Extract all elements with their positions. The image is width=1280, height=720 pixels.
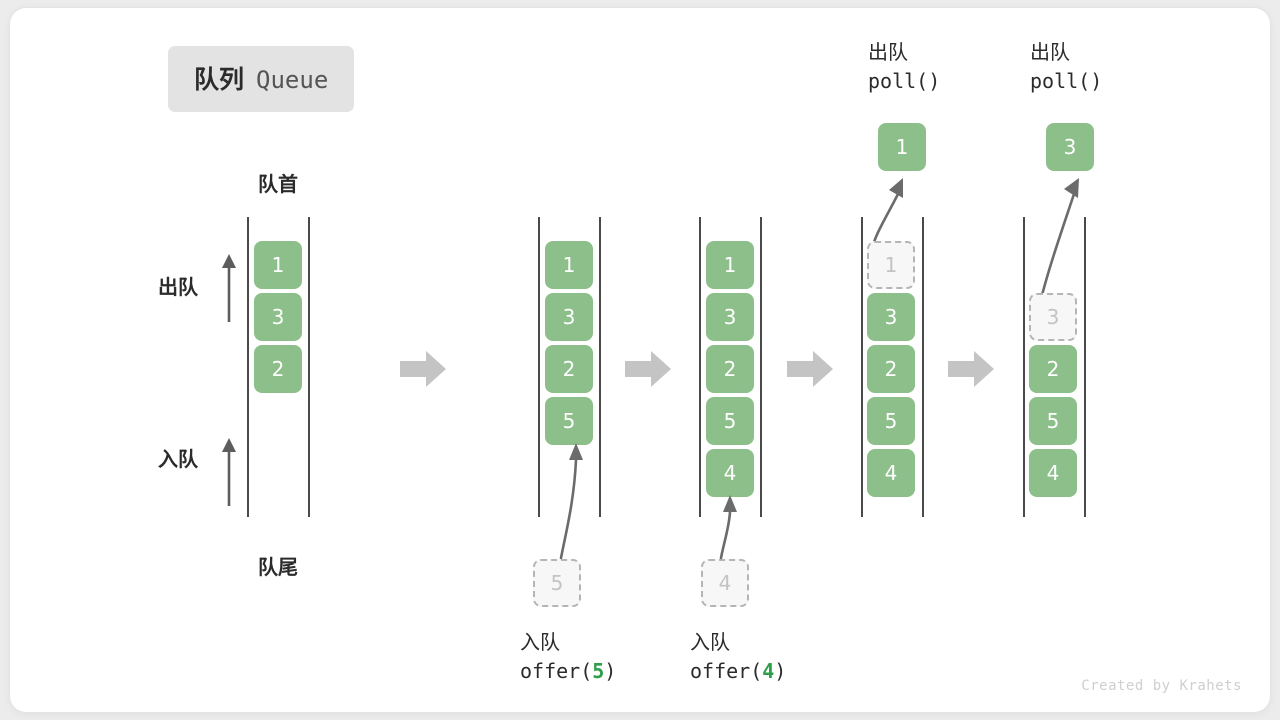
removed-ghost-cell: 1	[867, 241, 915, 289]
step-arrow-icon	[625, 351, 671, 387]
queue-cell: 4	[706, 449, 754, 497]
queue-cell: 3	[706, 293, 754, 341]
queue-cell: 5	[867, 397, 915, 445]
operation-label-offer-5: 入队 offer(5)	[520, 628, 616, 686]
dequeue-arrow-icon	[222, 254, 236, 322]
credit-text: Created by Krahets	[1081, 678, 1242, 694]
queue-cell: 5	[545, 397, 593, 445]
operation-code: offer(4)	[690, 659, 787, 683]
queue-cell: 3	[867, 293, 915, 341]
queue-cell: 2	[1029, 345, 1077, 393]
title-english: Queue	[256, 66, 329, 94]
removed-ghost-cell: 3	[1029, 293, 1077, 341]
operation-code: offer(5)	[520, 659, 617, 683]
queue-cell: 5	[706, 397, 754, 445]
rail-right-c2	[599, 217, 601, 517]
operation-label-offer-4: 入队 offer(4)	[690, 628, 786, 686]
operation-label-poll-3: 出队 poll()	[1030, 38, 1102, 96]
title-chinese: 队列	[194, 65, 245, 94]
operation-name: 入队	[690, 630, 730, 654]
operation-code: poll()	[1030, 69, 1103, 93]
diagram-title-badge: 队列 Queue	[168, 46, 355, 112]
queue-cell: 2	[706, 345, 754, 393]
queue-cell: 1	[545, 241, 593, 289]
rail-left-c1	[247, 217, 249, 517]
enqueue-curve-arrow-icon	[719, 495, 737, 560]
popped-cell: 3	[1046, 123, 1094, 171]
incoming-ghost-cell: 4	[701, 559, 749, 607]
rail-right-c1	[308, 217, 310, 517]
queue-cell: 3	[254, 293, 302, 341]
rail-left-c4	[861, 217, 863, 517]
incoming-ghost-cell: 5	[533, 559, 581, 607]
step-arrow-icon	[400, 351, 446, 387]
queue-cell: 4	[1029, 449, 1077, 497]
enqueue-curve-arrow-icon	[559, 443, 583, 560]
queue-cell: 1	[706, 241, 754, 289]
queue-cell: 2	[867, 345, 915, 393]
enqueue-label: 入队	[158, 447, 198, 471]
popped-cell: 1	[878, 123, 926, 171]
rail-right-c5	[1084, 217, 1086, 517]
queue-cell: 2	[545, 345, 593, 393]
queue-cell: 1	[254, 241, 302, 289]
rail-left-c3	[699, 217, 701, 517]
enqueue-arrow-icon	[222, 438, 236, 506]
queue-cell: 4	[867, 449, 915, 497]
tail-label: 队尾	[258, 555, 298, 579]
rail-right-c4	[922, 217, 924, 517]
operation-code: poll()	[868, 69, 941, 93]
operation-label-poll-1: 出队 poll()	[868, 38, 940, 96]
head-label: 队首	[258, 172, 298, 196]
queue-cell: 3	[545, 293, 593, 341]
rail-right-c3	[760, 217, 762, 517]
rail-left-c2	[538, 217, 540, 517]
operation-name: 入队	[520, 630, 560, 654]
poll-curve-arrow-icon	[1038, 178, 1079, 306]
diagram-canvas: 队列 Queue 队首 1 3 2 出队 入队 队尾 1 3 2 5 5 入队 …	[10, 8, 1270, 712]
queue-cell: 2	[254, 345, 302, 393]
queue-cell: 5	[1029, 397, 1077, 445]
operation-name: 出队	[1030, 40, 1070, 64]
dequeue-label: 出队	[158, 275, 198, 299]
rail-left-c5	[1023, 217, 1025, 517]
step-arrow-icon	[948, 351, 994, 387]
step-arrow-icon	[787, 351, 833, 387]
operation-name: 出队	[868, 40, 908, 64]
